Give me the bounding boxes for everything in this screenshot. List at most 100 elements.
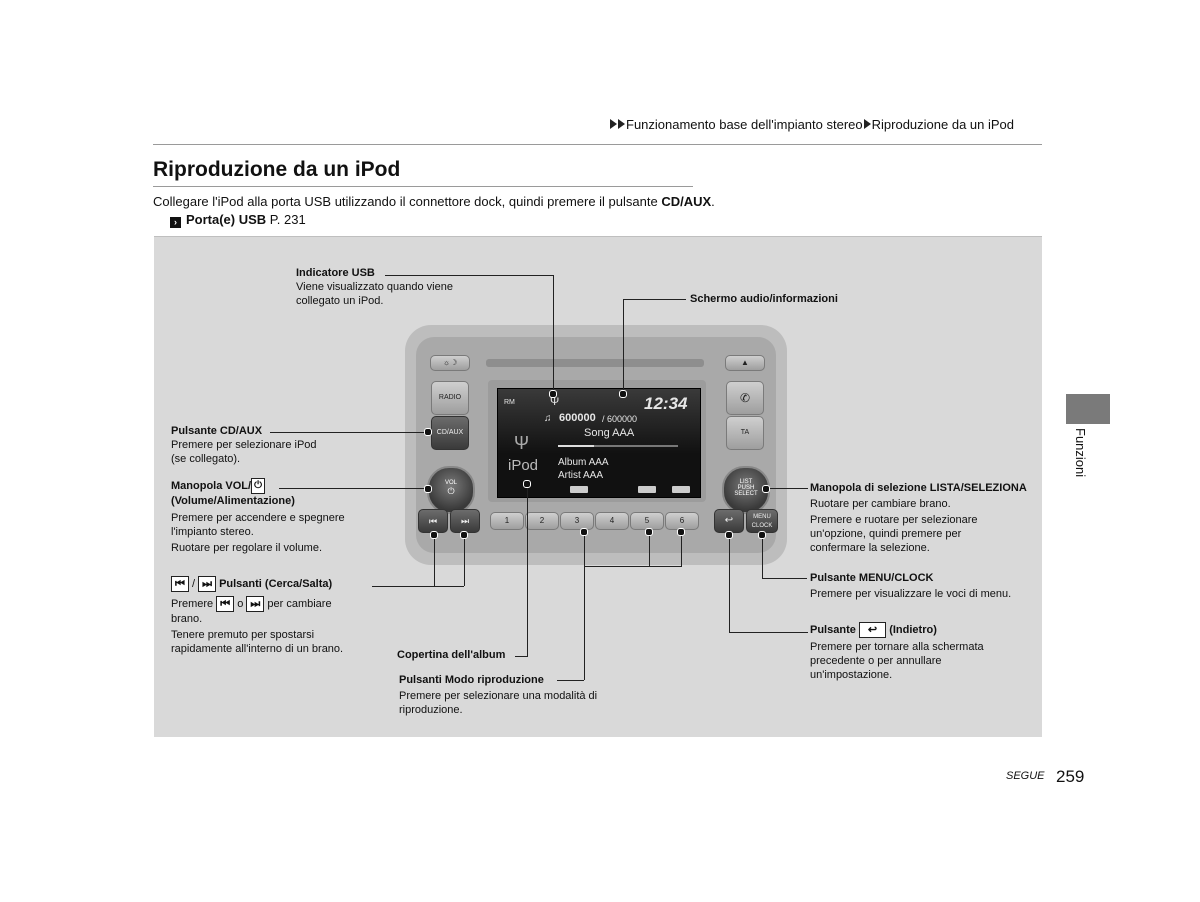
push-label: PUSH bbox=[737, 485, 755, 491]
leader-line bbox=[649, 532, 650, 566]
clock: 12:34 bbox=[644, 394, 688, 413]
song-title: Song AAA bbox=[584, 427, 635, 439]
menu-label: MENU bbox=[753, 514, 771, 520]
power-icon: ⏻ bbox=[251, 478, 265, 494]
leader-dot bbox=[523, 480, 531, 488]
list-label: LIST bbox=[739, 479, 753, 485]
continued-label: SEGUE bbox=[1006, 770, 1045, 782]
intro-paragraph: Collegare l'iPod alla porta USB utilizza… bbox=[153, 194, 715, 209]
preset-button-4[interactable]: 4 bbox=[595, 512, 629, 530]
chapter-label: Funzioni bbox=[1073, 428, 1088, 478]
callout-back: Pulsante ↩ (Indietro) Premere per tornar… bbox=[810, 622, 984, 681]
usb-icon: Ψ bbox=[514, 433, 530, 453]
breadcrumb-item[interactable]: Funzionamento base dell'impianto stereo bbox=[626, 117, 863, 132]
preset-button-1[interactable]: 1 bbox=[490, 512, 524, 530]
select-label: SELECT bbox=[734, 491, 758, 497]
cd-slot bbox=[486, 359, 704, 367]
leader-line bbox=[279, 488, 426, 489]
leader-line bbox=[623, 299, 624, 391]
skip-back-icon: ⏮ bbox=[216, 596, 235, 612]
leader-line bbox=[584, 566, 682, 567]
leader-line bbox=[515, 656, 528, 657]
divider bbox=[153, 144, 1042, 145]
page-number: 259 bbox=[1056, 767, 1085, 786]
callout-vol-knob: Manopola VOL/⏻ (Volume/Alimentazione) Pr… bbox=[171, 478, 345, 554]
skip-forward-icon: ⏭ bbox=[246, 596, 265, 612]
back-button[interactable]: ↩ bbox=[714, 509, 744, 533]
artist-name: Artist AAA bbox=[558, 470, 604, 481]
seek-forward-button[interactable]: ⏭ bbox=[450, 509, 480, 533]
preset-row: 1 2 3 4 5 6 bbox=[490, 512, 699, 530]
breadcrumb: Funzionamento base dell'impianto stereo R… bbox=[610, 117, 1014, 132]
usb-indicator-icon: Ψ bbox=[550, 396, 560, 408]
repeat-icon bbox=[570, 486, 588, 493]
leader-dot bbox=[762, 485, 770, 493]
leader-line bbox=[557, 680, 584, 681]
leader-line bbox=[762, 535, 763, 578]
leader-line bbox=[766, 488, 808, 489]
audio-info-screen: RM Ψ 12:34 ♫ 600000 / 600000 Song AAA Ψ … bbox=[497, 388, 701, 498]
callout-screen: Schermo audio/informazioni bbox=[690, 293, 838, 305]
skip-back-icon: ⏮ bbox=[428, 516, 438, 526]
power-icon: ⏻ bbox=[447, 486, 455, 496]
vol-power-knob[interactable]: VOL⏻ bbox=[427, 466, 475, 514]
preset-button-3[interactable]: 3 bbox=[560, 512, 594, 530]
leader-line bbox=[527, 484, 528, 656]
progress-bar bbox=[558, 445, 678, 447]
cross-reference-link[interactable]: ›Porta(e) USB P. 231 bbox=[170, 212, 306, 228]
leader-line bbox=[385, 275, 553, 276]
callout-album-art: Copertina dell'album bbox=[397, 649, 506, 661]
vol-label: VOL bbox=[444, 480, 457, 486]
triangle-icon bbox=[863, 119, 871, 129]
track-counter: 600000 bbox=[559, 412, 596, 424]
leader-line bbox=[434, 535, 435, 586]
shuffle-all-icon bbox=[672, 486, 690, 493]
divider bbox=[153, 186, 693, 187]
leader-dot bbox=[549, 390, 557, 398]
shuffle-icon bbox=[638, 486, 656, 493]
back-arrow-icon: ↩ bbox=[724, 515, 734, 526]
cd-aux-button[interactable]: CD/AUX bbox=[431, 416, 469, 450]
preset-button-2[interactable]: 2 bbox=[525, 512, 559, 530]
skip-back-icon: ⏮ bbox=[171, 576, 189, 592]
source-label: iPod bbox=[508, 457, 539, 474]
leader-dot bbox=[424, 428, 432, 436]
leader-line bbox=[553, 275, 554, 393]
leader-dot bbox=[725, 531, 733, 539]
album-name: Album AAA bbox=[558, 457, 609, 468]
callout-seek: ⏮ / ⏭ Pulsanti (Cerca/Salta) Premere ⏮ o… bbox=[171, 576, 344, 655]
callout-menu-clock: Pulsante MENU/CLOCK Premere per visualiz… bbox=[810, 572, 1012, 600]
signal-indicator: RM bbox=[504, 399, 515, 406]
seek-back-button[interactable]: ⏮ bbox=[418, 509, 448, 533]
leader-line bbox=[464, 535, 465, 586]
track-total: / 600000 bbox=[602, 414, 638, 424]
leader-line bbox=[584, 532, 585, 680]
callout-play-mode: Pulsanti Modo riproduzione Premere per s… bbox=[399, 674, 598, 716]
triangle-icon bbox=[610, 119, 617, 129]
clock-label: CLOCK bbox=[751, 523, 773, 529]
chapter-tab[interactable] bbox=[1066, 394, 1110, 424]
leader-line bbox=[729, 535, 730, 632]
leader-dot bbox=[619, 390, 627, 398]
breadcrumb-item[interactable]: Riproduzione da un iPod bbox=[871, 117, 1015, 132]
callout-list-select: Manopola di selezione LISTA/SELEZIONA Ru… bbox=[810, 482, 1027, 554]
leader-dot bbox=[460, 531, 468, 539]
progress-fill bbox=[558, 445, 594, 447]
music-note-icon: ♫ bbox=[544, 413, 552, 424]
eject-button[interactable]: ▲ bbox=[725, 355, 765, 371]
leader-line bbox=[270, 432, 428, 433]
ta-button[interactable]: TA bbox=[726, 416, 764, 450]
skip-forward-icon: ⏭ bbox=[460, 516, 470, 526]
leader-line bbox=[729, 632, 808, 633]
leader-dot bbox=[645, 528, 653, 536]
brightness-button[interactable]: ☼☽ bbox=[430, 355, 470, 371]
triangle-icon bbox=[618, 119, 625, 129]
page-title: Riproduzione da un iPod bbox=[153, 158, 401, 181]
radio-button[interactable]: RADIO bbox=[431, 381, 469, 415]
menu-clock-button[interactable]: MENU CLOCK bbox=[746, 509, 778, 533]
leader-line bbox=[372, 586, 464, 587]
phone-button[interactable]: ✆ bbox=[726, 381, 764, 415]
reference-arrow-icon: › bbox=[170, 217, 181, 228]
